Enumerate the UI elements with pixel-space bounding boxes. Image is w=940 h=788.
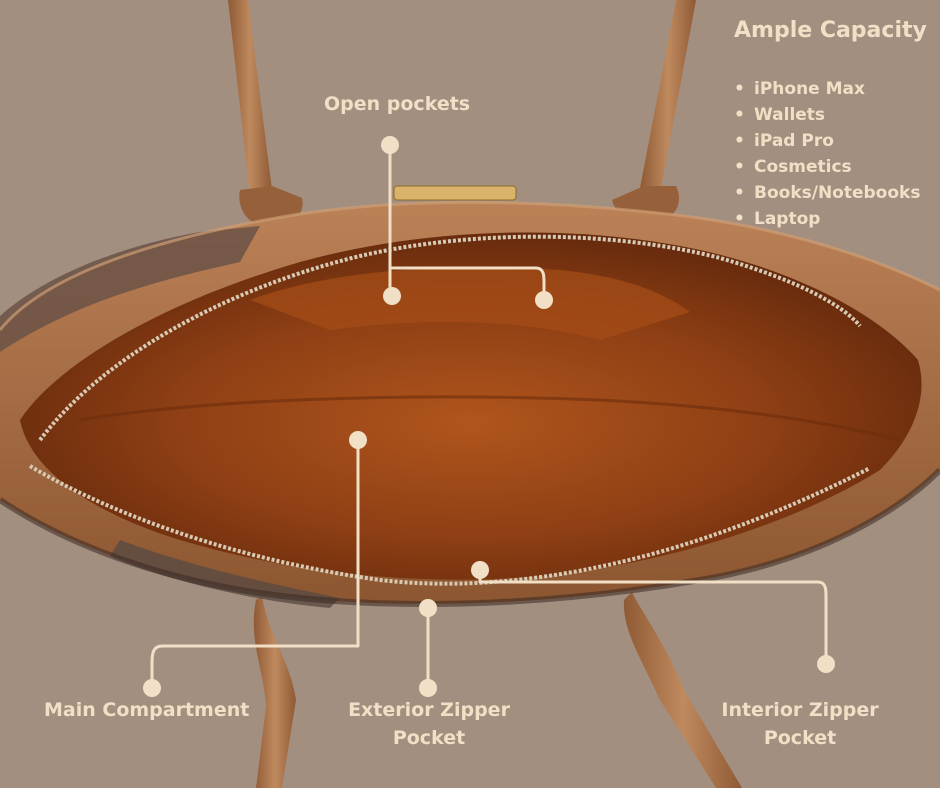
strap-bottom-right <box>623 592 742 788</box>
capacity-item: iPhone Max <box>734 76 920 102</box>
callout-dot-open-pockets-left <box>383 287 401 305</box>
callout-dot-exterior-zipper-end <box>419 679 437 697</box>
open-pocket-panel <box>250 267 690 340</box>
label-exterior-zipper-pocket: Exterior Zipper Pocket <box>344 696 514 752</box>
strap-top-right <box>612 0 696 222</box>
label-main-compartment: Main Compartment <box>44 699 250 721</box>
bottom-zipper <box>28 464 871 586</box>
capacity-title: Ample Capacity <box>734 18 927 43</box>
label-interior-zipper-line1: Interior Zipper <box>721 699 879 721</box>
label-exterior-zipper-line1: Exterior Zipper <box>348 699 510 721</box>
callout-line-open-pockets <box>388 143 546 302</box>
callout-dots <box>143 136 835 697</box>
callout-dot-interior-zipper <box>471 561 489 579</box>
gold-clasp <box>393 185 517 201</box>
monogram-patch-left <box>0 226 260 352</box>
callout-dot-exterior-zipper-top <box>419 599 437 617</box>
capacity-item: Cosmetics <box>734 154 920 180</box>
callout-dot-open-pockets-top <box>381 136 399 154</box>
callout-dot-interior-zipper-end <box>817 655 835 673</box>
capacity-item: Books/Notebooks <box>734 180 920 206</box>
capacity-item: Wallets <box>734 102 920 128</box>
callout-dot-main-compartment-end <box>143 679 161 697</box>
monogram-patch-bottom <box>110 540 340 608</box>
strap-bottom-left <box>253 596 296 788</box>
capacity-list: iPhone Max Wallets iPad Pro Cosmetics Bo… <box>734 76 920 232</box>
top-zipper <box>38 234 862 442</box>
callout-line-main-compartment <box>150 438 360 690</box>
callout-line-interior-zipper <box>478 568 828 666</box>
capacity-item: Laptop <box>734 206 920 232</box>
lining-fold <box>79 395 901 442</box>
strap-top-left <box>228 0 303 228</box>
label-exterior-zipper-line2: Pocket <box>392 727 466 749</box>
label-open-pockets: Open pockets <box>324 93 471 115</box>
label-interior-zipper-pocket: Interior Zipper Pocket <box>718 696 882 752</box>
bag-lining <box>20 232 922 580</box>
callout-dot-open-pockets-right <box>535 291 553 309</box>
capacity-item: iPad Pro <box>734 128 920 154</box>
label-interior-zipper-line2: Pocket <box>763 727 837 749</box>
callout-dot-main-compartment <box>349 431 367 449</box>
